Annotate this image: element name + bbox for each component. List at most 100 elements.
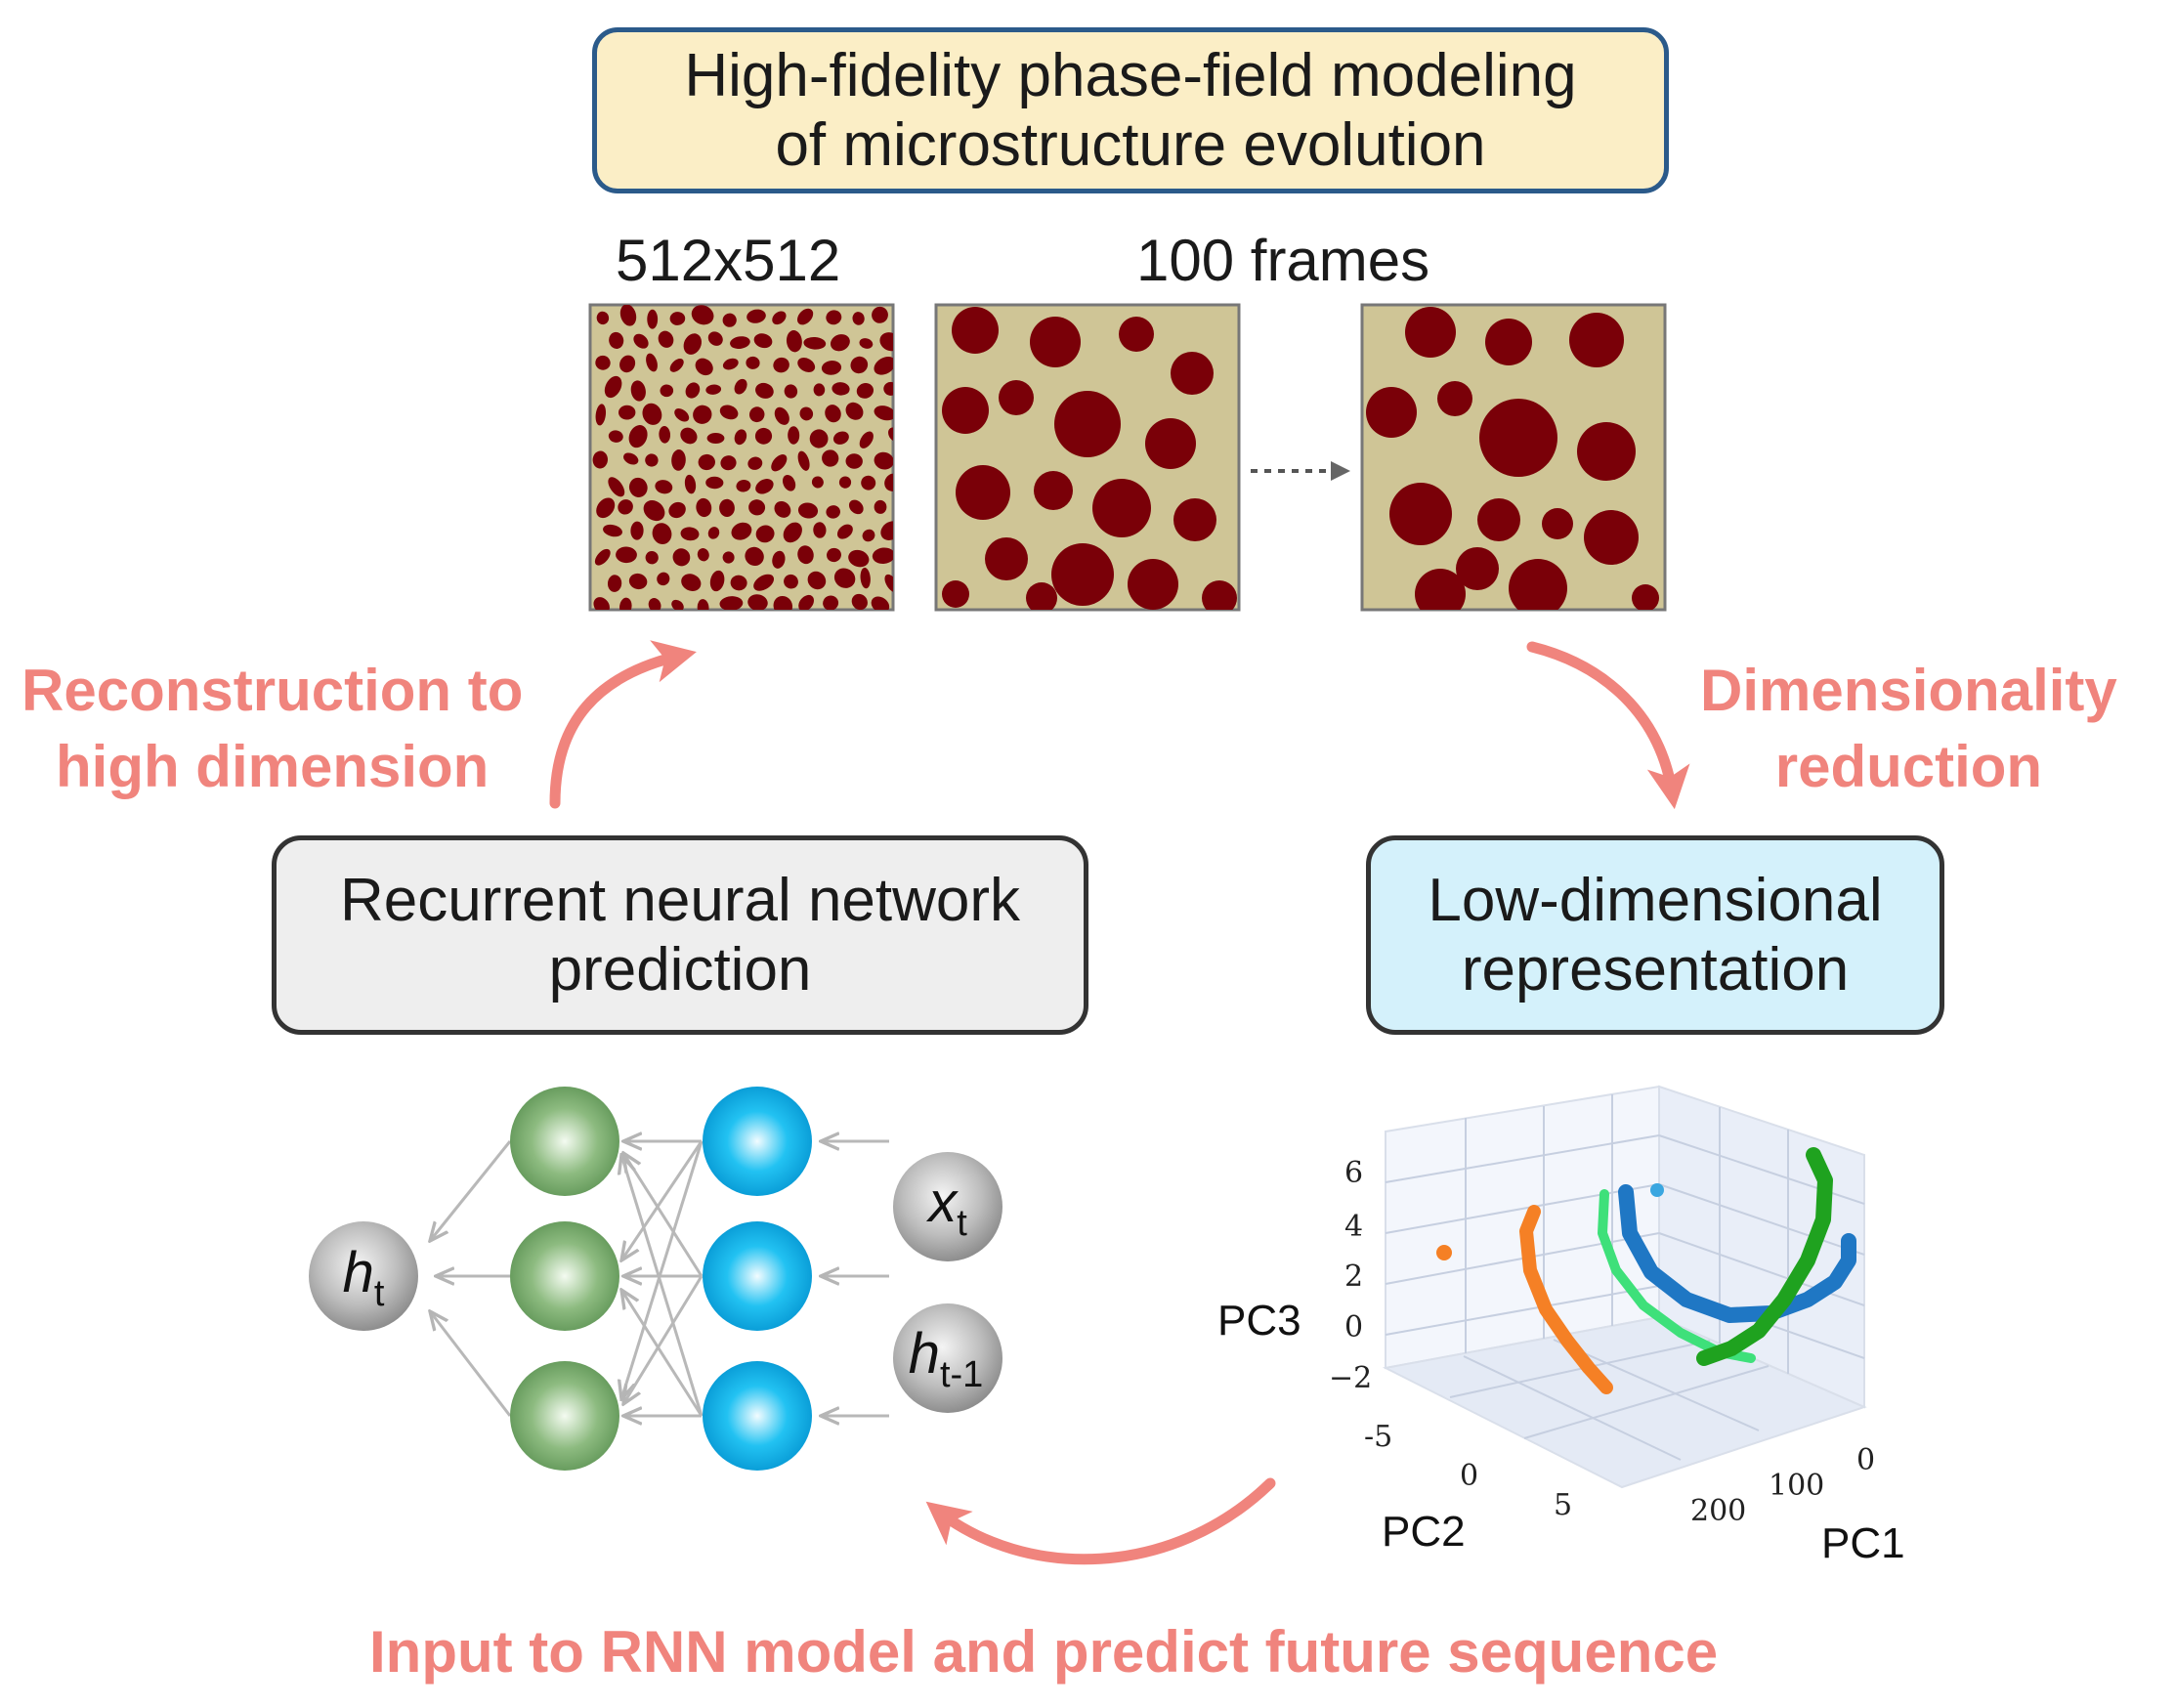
input-h-label: ht-1 bbox=[909, 1322, 984, 1395]
particle bbox=[595, 355, 611, 370]
hidden-node-2 bbox=[510, 1221, 619, 1331]
particle bbox=[697, 599, 709, 610]
particle bbox=[826, 505, 840, 519]
frame-2-image bbox=[934, 303, 1241, 612]
particle bbox=[722, 551, 735, 564]
particle bbox=[707, 527, 720, 539]
particle bbox=[607, 575, 622, 592]
particle bbox=[1128, 559, 1178, 610]
particle bbox=[874, 406, 893, 421]
particle bbox=[746, 356, 760, 369]
particle bbox=[836, 524, 853, 539]
particle bbox=[888, 427, 893, 442]
particle bbox=[807, 571, 827, 590]
particle bbox=[698, 453, 715, 471]
particle bbox=[832, 431, 849, 445]
particle bbox=[772, 550, 786, 569]
particle bbox=[856, 383, 874, 399]
frame-count-label: 100 frames bbox=[1136, 228, 1430, 293]
particle bbox=[706, 433, 725, 444]
node-label-sub: t bbox=[957, 1203, 967, 1244]
particle bbox=[655, 480, 673, 494]
particle bbox=[788, 426, 800, 445]
particle bbox=[884, 574, 893, 593]
particle bbox=[685, 382, 701, 399]
reconstruction-label: Reconstruction to high dimension bbox=[21, 653, 523, 805]
particle bbox=[618, 499, 633, 515]
particle bbox=[645, 551, 659, 565]
grid-line bbox=[1553, 1339, 1760, 1431]
particle bbox=[1366, 387, 1417, 438]
particle bbox=[797, 502, 819, 519]
particle bbox=[871, 596, 890, 610]
particle bbox=[952, 307, 999, 354]
node-label-sub: t-1 bbox=[940, 1354, 983, 1395]
input-layer-node-2 bbox=[703, 1221, 812, 1331]
particle bbox=[618, 405, 636, 420]
particle bbox=[830, 334, 850, 352]
particle bbox=[623, 452, 639, 465]
particle bbox=[608, 477, 625, 497]
particle bbox=[719, 596, 744, 610]
series-orange bbox=[1519, 1205, 1613, 1394]
particle bbox=[696, 497, 712, 518]
particle bbox=[647, 309, 659, 329]
particle bbox=[784, 574, 798, 589]
particle bbox=[883, 381, 893, 396]
particle bbox=[999, 380, 1034, 415]
series-green bbox=[1696, 1147, 1833, 1366]
particle bbox=[643, 500, 665, 522]
particle bbox=[1479, 399, 1557, 477]
particle bbox=[772, 311, 787, 325]
y-axis-label: PC2 bbox=[1382, 1508, 1466, 1556]
node-label-sub: t bbox=[374, 1273, 385, 1314]
particle bbox=[1456, 547, 1499, 590]
particle bbox=[813, 522, 827, 538]
particle bbox=[680, 527, 700, 541]
particle bbox=[833, 568, 856, 588]
particle bbox=[1051, 543, 1114, 606]
particle bbox=[603, 524, 622, 537]
particle bbox=[628, 477, 648, 497]
particle bbox=[825, 405, 841, 423]
input-layer-node-3 bbox=[703, 1361, 812, 1471]
series-blue bbox=[1618, 1184, 1856, 1323]
particle bbox=[593, 597, 610, 610]
particle bbox=[730, 336, 750, 350]
x-tick-0: 0 bbox=[1856, 1443, 1875, 1477]
hidden-node-3 bbox=[510, 1361, 619, 1471]
particle bbox=[730, 575, 747, 591]
y-tick-minus5: -5 bbox=[1364, 1420, 1392, 1454]
particle bbox=[668, 501, 686, 519]
particle bbox=[1584, 510, 1639, 565]
input-node-x-t bbox=[893, 1152, 1002, 1261]
particle bbox=[942, 387, 989, 434]
particle bbox=[838, 476, 852, 489]
particle bbox=[722, 313, 737, 327]
particle bbox=[771, 454, 788, 472]
z-tick-6: 6 bbox=[1344, 1156, 1363, 1190]
dimensionality-label: Dimensionality reduction bbox=[1700, 653, 2117, 805]
particle bbox=[736, 479, 751, 492]
particle bbox=[809, 429, 829, 448]
particle bbox=[695, 358, 713, 376]
particle bbox=[783, 522, 802, 543]
particle bbox=[722, 358, 739, 370]
particle bbox=[797, 545, 814, 565]
grid-line bbox=[1385, 1183, 1660, 1234]
particle bbox=[874, 356, 893, 375]
rnn-box-line2: prediction bbox=[548, 936, 812, 1003]
particle bbox=[1092, 479, 1151, 537]
particle bbox=[1569, 313, 1624, 367]
low-box-line1: Low-dimensional bbox=[1428, 866, 1883, 934]
grid-line bbox=[1463, 1355, 1682, 1461]
particle bbox=[755, 479, 774, 494]
particle bbox=[1632, 584, 1659, 610]
phase-field-modeling-box: High-fidelity phase-field modeling of mi… bbox=[592, 27, 1669, 193]
particle bbox=[852, 312, 865, 325]
particle bbox=[861, 475, 876, 491]
particle bbox=[811, 476, 824, 489]
particle bbox=[1542, 508, 1573, 539]
particle bbox=[680, 427, 698, 445]
plot-series bbox=[1436, 1147, 1856, 1394]
